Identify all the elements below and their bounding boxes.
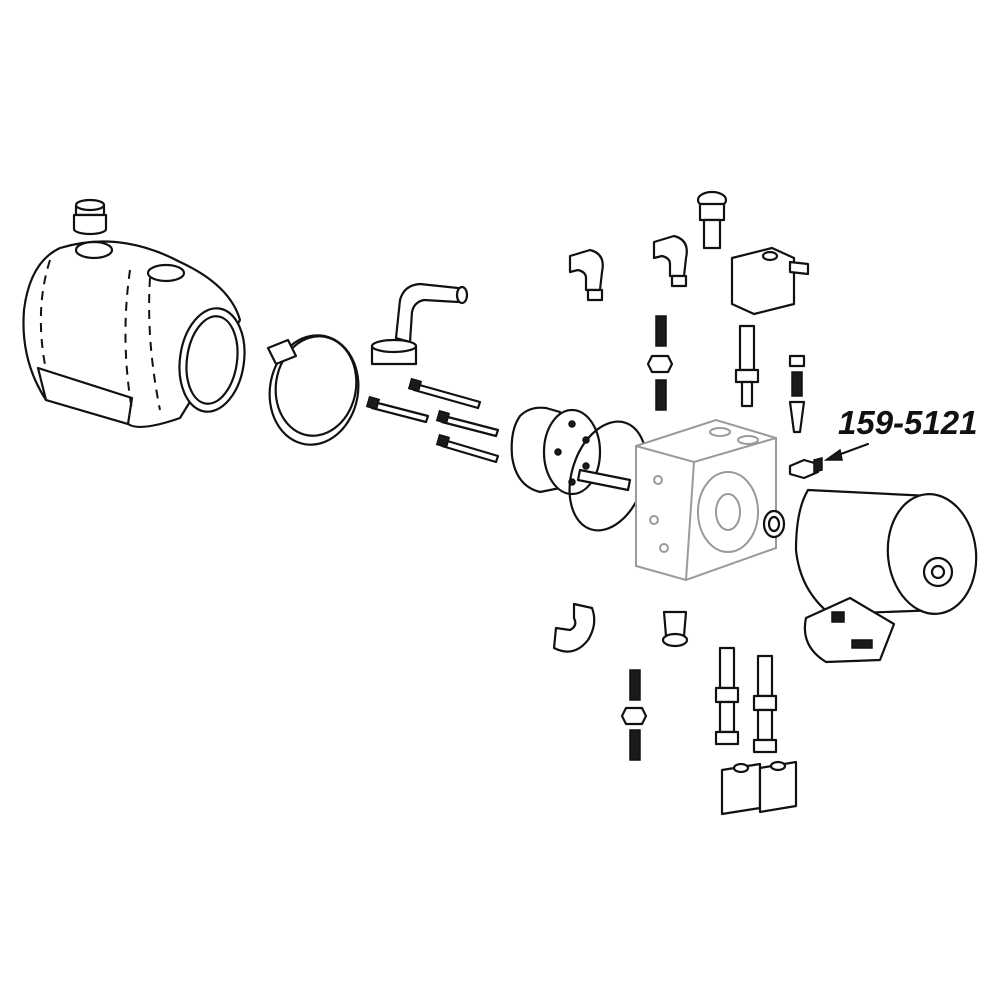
suction-elbow-tube[interactable] [370,282,469,366]
breather-filter[interactable] [661,610,689,648]
callout-part-fitting[interactable] [788,457,823,480]
cartridge-valve-left[interactable] [714,646,740,746]
elbow-fitting-lower[interactable] [552,602,596,653]
check-valve-plug[interactable] [788,354,806,434]
solenoid-coil-lower-left[interactable] [720,762,762,816]
electric-motor[interactable] [794,488,982,664]
cartridge-valve-right[interactable] [752,654,778,754]
elbow-fitting-left[interactable] [568,248,604,302]
set-screw-lower[interactable] [620,669,648,761]
tie-bolts[interactable] [365,377,500,464]
hose-clamp[interactable] [261,328,367,452]
part-number-callout: 159-5121 [838,404,978,441]
manifold-block [635,418,777,582]
reservoir-tank[interactable] [22,240,250,429]
solenoid-coil[interactable] [730,246,810,316]
relief-valve-cartridge[interactable] [696,190,728,250]
reservoir-fill-plug[interactable] [72,198,108,236]
set-screw-upper[interactable] [646,315,674,411]
solenoid-coil-lower-right[interactable] [758,760,798,814]
elbow-fitting-right[interactable] [652,234,688,288]
callout-arrow [823,442,870,461]
gear-pump[interactable] [510,406,632,496]
shaft-seal[interactable] [762,509,786,539]
solenoid-valve-stem[interactable] [734,324,760,408]
